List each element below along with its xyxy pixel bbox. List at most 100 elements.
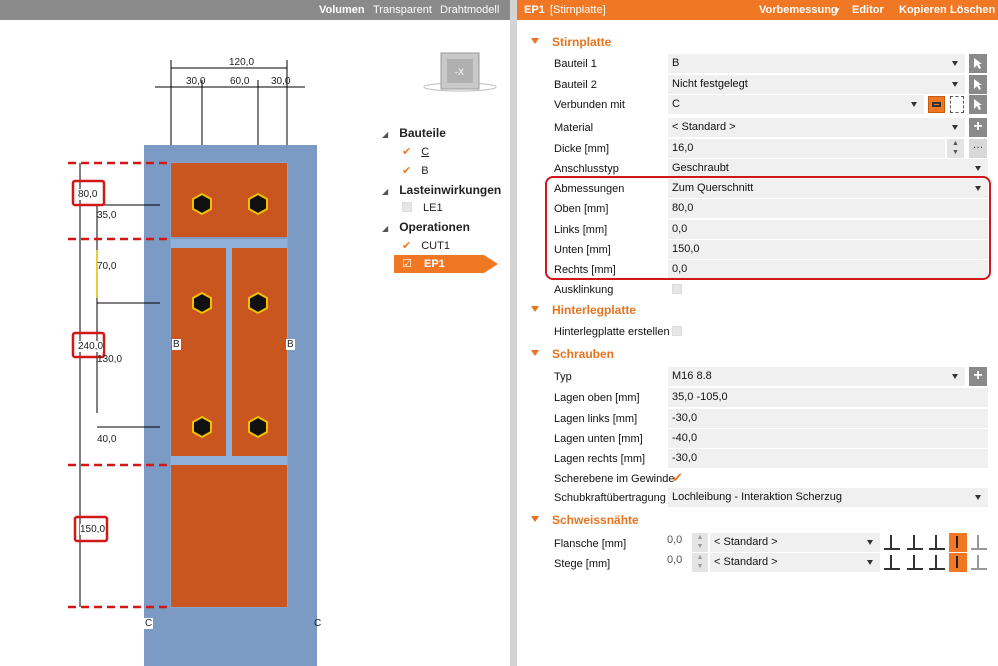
- 3d-viewer[interactable]: Volumen Transparent Drahtmodell: [0, 0, 510, 666]
- dicke-input[interactable]: 16,0: [668, 139, 945, 158]
- bolt-group: [192, 192, 268, 439]
- flansche-stepper[interactable]: ▲▼: [692, 533, 708, 552]
- connect-icon[interactable]: [928, 96, 945, 113]
- row-dicke: Dicke [mm] 16,0 ▲▼ …: [517, 139, 998, 159]
- material-select[interactable]: < Standard >: [668, 118, 965, 137]
- vorbemessung-button[interactable]: Vorbemessung: [759, 4, 838, 16]
- row-stege: Stege [mm] 0,0 ▲▼ < Standard >: [517, 553, 998, 573]
- highlight-box: [545, 176, 991, 280]
- row-lagen-unten: Lagen unten [mm] -40,0: [517, 429, 998, 449]
- dim-150: 150,0: [80, 524, 106, 535]
- schub-select[interactable]: Lochleibung - Interaktion Scherzug: [668, 488, 988, 507]
- tree-item-cut1[interactable]: ✔CUT1: [402, 240, 450, 252]
- tree-operationen[interactable]: ◢ Operationen: [382, 220, 470, 234]
- weld-type-icon[interactable]: [929, 554, 945, 570]
- abmessungen-select[interactable]: Zum Querschnitt: [668, 179, 988, 198]
- row-bauteil1: Bauteil 1 B: [517, 54, 998, 74]
- dim-240: 240,0: [78, 341, 104, 352]
- weld-type-icon[interactable]: [971, 554, 987, 570]
- section-hinterlegplatte[interactable]: Hinterlegplatte: [531, 303, 636, 317]
- dim-40: 40,0: [97, 434, 117, 445]
- flansche-select[interactable]: < Standard >: [710, 533, 880, 552]
- bolt: [192, 291, 212, 315]
- tab-volumen[interactable]: Volumen: [319, 4, 365, 16]
- editor-button[interactable]: Editor: [852, 4, 884, 16]
- dicke-stepper[interactable]: ▲▼: [947, 139, 964, 158]
- scherebene-checkbox[interactable]: ✔: [672, 470, 683, 485]
- tree-lasteinwirkungen[interactable]: ◢ Lasteinwirkungen: [382, 183, 502, 197]
- verbunden-select[interactable]: C: [668, 95, 924, 114]
- typ-select[interactable]: M16 8.8: [668, 367, 965, 386]
- loeschen-button[interactable]: Löschen: [950, 4, 996, 16]
- weld-type-active-icon[interactable]: [949, 553, 967, 572]
- lagen-oben-input[interactable]: 35,0 -105,0: [668, 388, 988, 407]
- section-schrauben[interactable]: Schrauben: [531, 347, 614, 361]
- kopieren-button[interactable]: Kopieren: [899, 4, 947, 16]
- weld-type-icon[interactable]: [884, 554, 900, 570]
- oben-input[interactable]: 80,0: [668, 199, 988, 218]
- endplate-bottom: [171, 465, 287, 607]
- select-frame-icon[interactable]: [950, 96, 964, 113]
- add-bolt-icon[interactable]: +: [969, 367, 987, 386]
- row-abmessungen: Abmessungen Zum Querschnitt: [517, 179, 998, 199]
- label-b-right: B: [286, 339, 295, 350]
- tree-item-ep1[interactable]: ☑ EP1: [394, 255, 498, 273]
- stege-thickness[interactable]: 0,0: [667, 554, 683, 566]
- chevron-down-icon[interactable]: ▼: [833, 6, 841, 15]
- splitter[interactable]: [510, 0, 517, 666]
- drawing-canvas[interactable]: [0, 20, 510, 666]
- weld-type-icon[interactable]: [971, 534, 987, 550]
- rechts-input[interactable]: 0,0: [668, 260, 988, 279]
- lagen-rechts-input[interactable]: -30,0: [668, 449, 988, 468]
- bauteil1-select[interactable]: B: [668, 54, 965, 73]
- unten-input[interactable]: 150,0: [668, 240, 988, 259]
- row-bauteil2: Bauteil 2 Nicht festgelegt: [517, 75, 998, 95]
- tree-bauteile[interactable]: ◢ Bauteile: [382, 126, 446, 140]
- tree-item-c[interactable]: ✔C: [402, 146, 430, 158]
- links-input[interactable]: 0,0: [668, 220, 988, 239]
- more-button[interactable]: …: [969, 139, 987, 158]
- bauteil2-select[interactable]: Nicht festgelegt: [668, 75, 965, 94]
- section-schweissnaehte[interactable]: Schweissnähte: [531, 513, 639, 527]
- dim-70: 70,0: [97, 261, 117, 272]
- lagen-links-input[interactable]: -30,0: [668, 409, 988, 428]
- dim-30-right: 30,0: [271, 76, 291, 87]
- ausklinkung-checkbox[interactable]: [672, 284, 682, 294]
- weld-type-active-icon[interactable]: [949, 533, 967, 552]
- pick-cursor-icon[interactable]: [969, 75, 987, 94]
- dim-60: 60,0: [230, 76, 250, 87]
- flansche-thickness[interactable]: 0,0: [667, 534, 683, 546]
- dim-35: 35,0: [97, 210, 117, 221]
- operation-type: [Stirnplatte]: [550, 4, 606, 16]
- row-schub: Schubkraftübertragung Lochleibung - Inte…: [517, 488, 998, 508]
- tree-item-le1[interactable]: LE1: [402, 202, 443, 214]
- weld-type-icon[interactable]: [907, 534, 923, 550]
- anschlusstyp-select[interactable]: Geschraubt: [668, 159, 988, 178]
- pick-cursor-icon[interactable]: [969, 54, 987, 73]
- weld-type-icon[interactable]: [884, 534, 900, 550]
- stege-select[interactable]: < Standard >: [710, 553, 880, 572]
- add-material-icon[interactable]: +: [969, 118, 987, 137]
- row-anschlusstyp: Anschlusstyp Geschraubt: [517, 159, 998, 179]
- view-cube-label[interactable]: -X: [455, 67, 464, 77]
- hinterleg-checkbox[interactable]: [672, 326, 682, 336]
- bolt: [248, 192, 268, 216]
- weld-type-icon[interactable]: [929, 534, 945, 550]
- endplate-top: [171, 163, 287, 237]
- pick-cursor-icon[interactable]: [969, 95, 987, 114]
- stege-stepper[interactable]: ▲▼: [692, 553, 708, 572]
- view-cube: [423, 52, 497, 92]
- tree-item-b[interactable]: ✔B: [402, 165, 429, 177]
- row-unten: Unten [mm] 150,0: [517, 240, 998, 260]
- weld-type-icon[interactable]: [907, 554, 923, 570]
- dim-120: 120,0: [229, 57, 255, 68]
- tab-drahtmodell[interactable]: Drahtmodell: [440, 4, 500, 16]
- section-stirnplatte[interactable]: Stirnplatte: [531, 35, 611, 49]
- lagen-unten-input[interactable]: -40,0: [668, 429, 988, 448]
- tab-transparent[interactable]: Transparent: [373, 4, 432, 16]
- row-lagen-rechts: Lagen rechts [mm] -30,0: [517, 449, 998, 469]
- bolt: [248, 415, 268, 439]
- row-lagen-links: Lagen links [mm] -30,0: [517, 409, 998, 429]
- row-hinterleg: Hinterlegplatte erstellen: [517, 322, 998, 342]
- row-verbunden: Verbunden mit C: [517, 95, 998, 115]
